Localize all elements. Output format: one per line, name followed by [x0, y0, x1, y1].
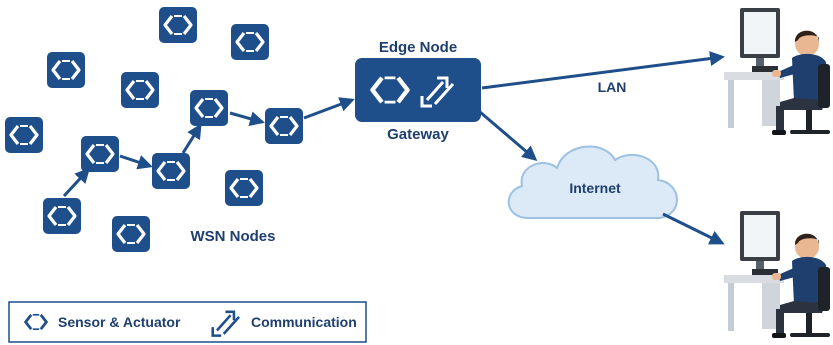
legend-sensor-actuator-label: Sensor & Actuator — [58, 314, 181, 330]
user-illustration-part — [790, 130, 830, 134]
user-illustration-part — [762, 80, 780, 126]
user-illustration-part — [772, 70, 781, 77]
internet-to-user-arrow — [662, 212, 725, 245]
user-illustration-part — [776, 309, 784, 335]
user-illustration-part — [744, 215, 776, 257]
user-illustration-part — [762, 283, 780, 329]
edge-node-label: Edge Node — [379, 39, 457, 56]
sensor-node — [112, 216, 150, 252]
node-link-arrow — [229, 111, 265, 126]
user-illustration-part — [806, 313, 812, 335]
wsn-nodes-label: WSN Nodes — [190, 228, 275, 245]
gateway-label: Gateway — [387, 126, 449, 143]
sensor-node — [225, 170, 263, 206]
sensor-node — [152, 153, 190, 189]
node-link-arrow — [62, 167, 91, 198]
user-illustration-part — [752, 269, 778, 275]
computer-user-icon — [724, 8, 830, 135]
sensor-node — [5, 117, 43, 153]
user-illustration-part — [724, 72, 784, 80]
edge-node — [355, 58, 481, 122]
internet-label: Internet — [569, 180, 621, 196]
user-illustration-part — [818, 64, 830, 108]
node-link-arrow — [119, 154, 153, 170]
sensor-node — [47, 52, 85, 88]
node-link-arrow — [181, 123, 202, 154]
node-link-arrow — [303, 97, 355, 120]
user-illustration-part — [778, 267, 802, 281]
sensor-node — [43, 198, 81, 234]
communication-icon — [420, 76, 455, 108]
user-illustration-part — [780, 98, 826, 110]
user-illustration-part — [776, 106, 784, 132]
user-illustration-part — [780, 301, 826, 313]
user-illustration-part — [772, 333, 786, 338]
sensor-node — [81, 136, 119, 172]
legend: Sensor & Actuator Communication — [8, 301, 367, 343]
user-illustration-part — [752, 66, 778, 72]
legend-sensor-icon — [23, 313, 49, 331]
user-illustration-part — [772, 273, 781, 280]
sensor-node — [265, 108, 303, 144]
user-illustration-part — [790, 333, 830, 337]
user-illustration-part — [806, 110, 812, 132]
user-illustration-part — [772, 130, 786, 135]
user-illustration-part — [778, 64, 802, 78]
user-illustration-part — [724, 275, 784, 283]
user-illustration-part — [756, 261, 764, 275]
lan-arrow — [481, 51, 725, 90]
sensor-node — [231, 24, 269, 60]
user-illustration-part — [756, 58, 764, 72]
legend-communication-icon — [211, 310, 240, 337]
sensor-node — [159, 7, 197, 43]
lan-label: LAN — [598, 79, 627, 95]
computer-user-icon — [724, 211, 830, 338]
user-illustration-part — [728, 80, 734, 128]
sensor-node — [190, 90, 228, 126]
sensor-node — [121, 72, 159, 108]
user-illustration-part — [795, 235, 819, 259]
user-illustration-part — [818, 267, 830, 311]
user-illustration-part — [794, 30, 819, 42]
legend-communication-label: Communication — [251, 314, 357, 330]
user-illustration-part — [728, 283, 734, 331]
user-illustration-part — [795, 32, 819, 56]
user-illustration-part — [744, 12, 776, 54]
user-illustration-part — [794, 233, 819, 245]
internet-cloud — [507, 145, 678, 219]
gateway-to-internet-arrow — [479, 110, 538, 161]
